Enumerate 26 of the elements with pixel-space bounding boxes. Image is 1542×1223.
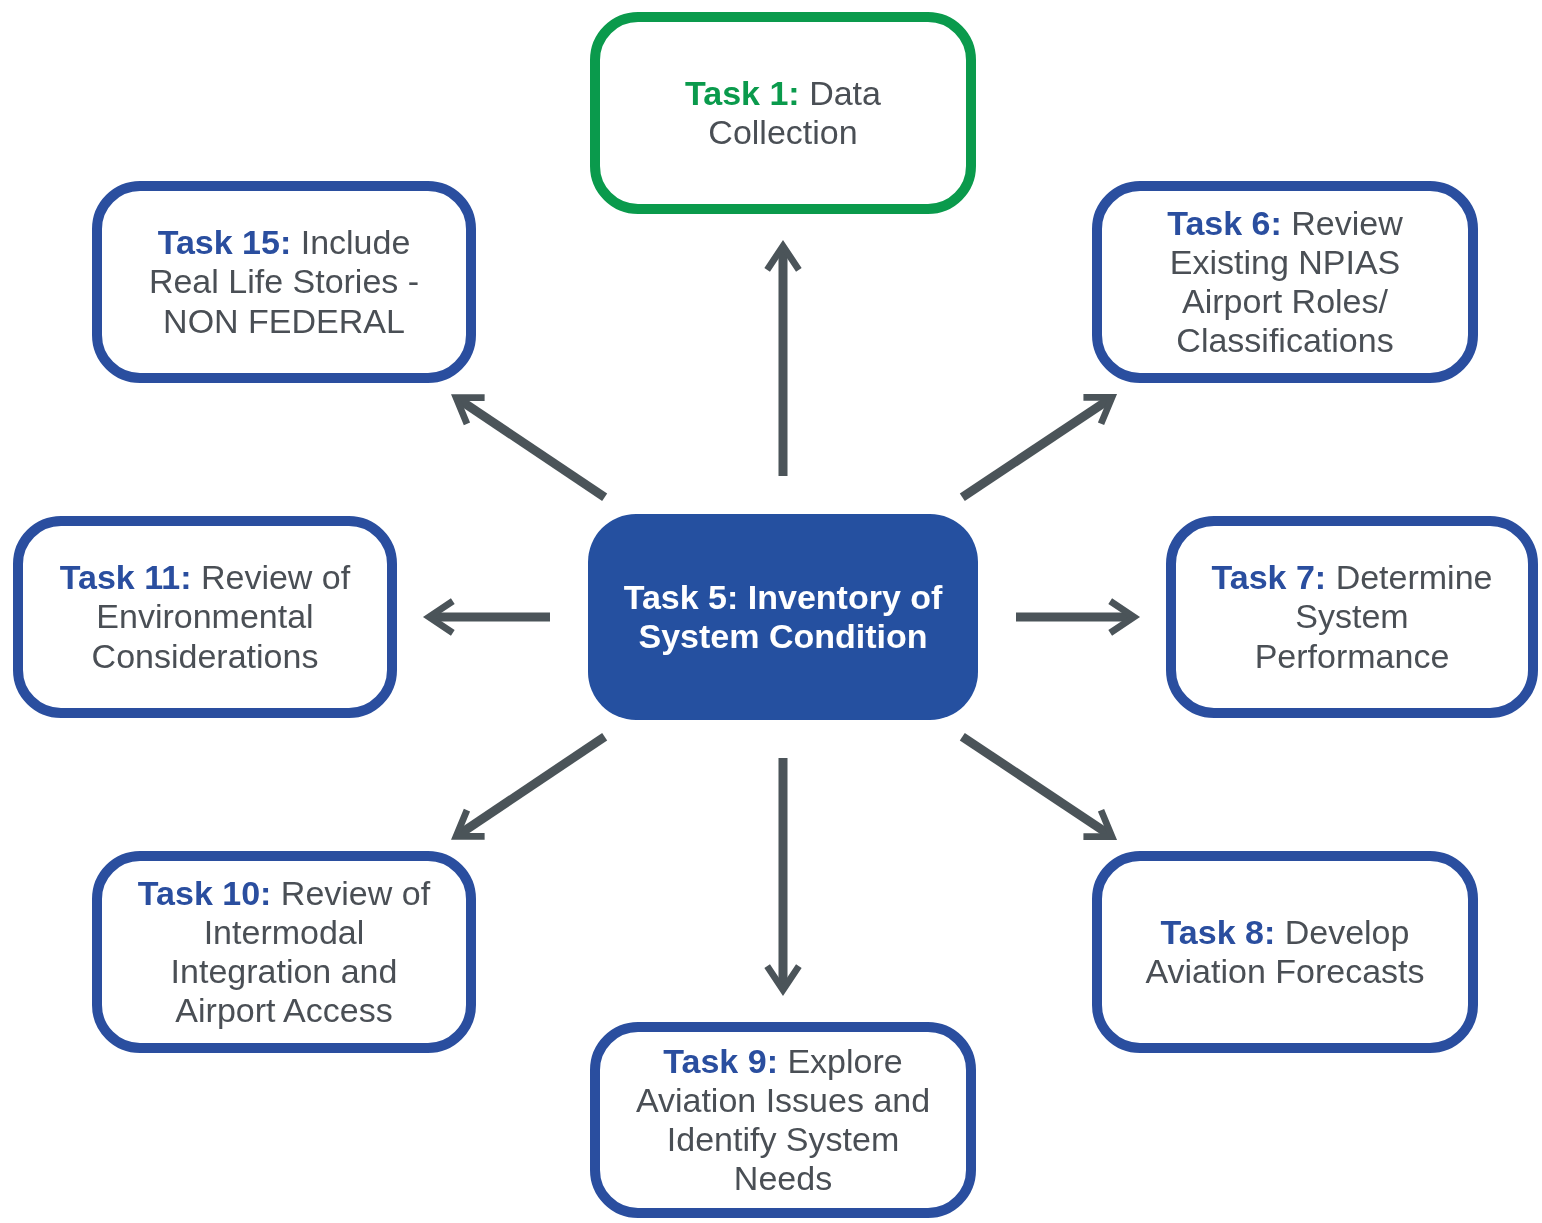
task-label: Task 9: Explore Aviation Issues and Identify System Needs	[634, 1041, 932, 1199]
task-label: Task 15: Include Real Life Stories - NON FEDERAL	[147, 223, 421, 341]
task-label: Task 8: Develop Aviation Forecasts	[1144, 912, 1426, 992]
task-label: Task 11: Review of Environmental Considerations	[58, 558, 352, 676]
task-box	[1166, 516, 1538, 718]
task-box	[13, 516, 397, 718]
task-box	[1092, 181, 1478, 383]
task-label: Task 6: Review Existing NPIAS Airport Roles/ Classifications	[1166, 203, 1404, 361]
task-label: Task 7: Determine System Performance	[1210, 558, 1494, 676]
arrow	[425, 597, 550, 637]
arrow	[959, 732, 1116, 840]
arrow	[763, 758, 803, 994]
hub-title: Task 5: Inventory of System Condition	[622, 577, 944, 657]
task-box	[590, 1022, 976, 1218]
arrow	[763, 242, 803, 476]
task-box	[590, 12, 976, 214]
arrow	[1016, 597, 1138, 637]
task-box	[1092, 851, 1478, 1053]
task-box	[92, 851, 476, 1053]
arrow	[959, 394, 1116, 502]
task-label: Task 10: Review of Intermodal Integration and Airport Access	[136, 873, 432, 1031]
arrow	[452, 394, 608, 501]
hub-box	[588, 514, 978, 720]
task-box	[92, 181, 476, 383]
arrow	[452, 733, 608, 840]
task-label: Task 1: Data Collection	[684, 73, 882, 153]
